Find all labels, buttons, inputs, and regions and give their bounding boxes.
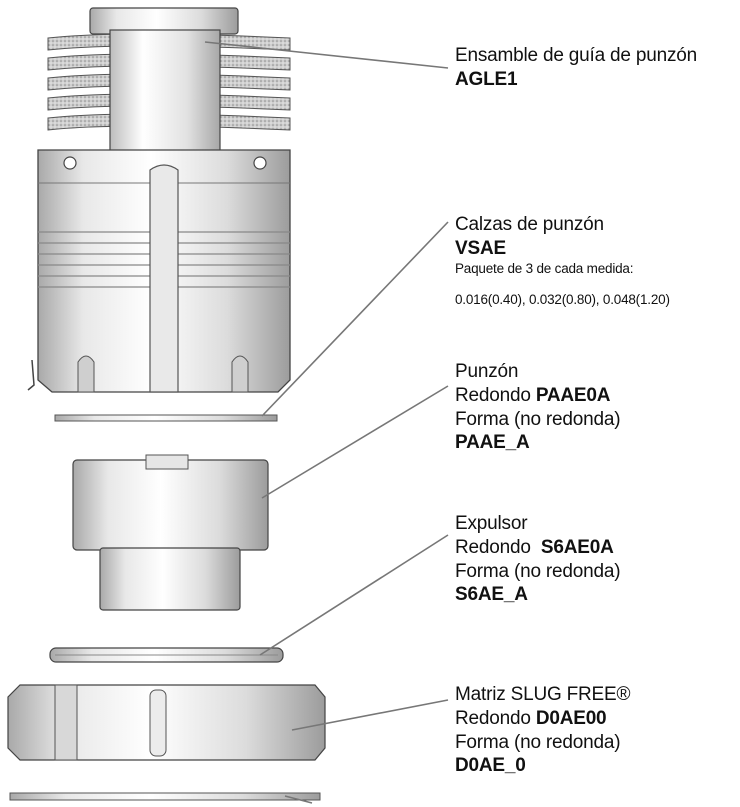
leader-guide [204, 41, 449, 69]
stripper-round-prefix: Redondo [455, 536, 541, 558]
shims-note-sizes: 0.016(0.40), 0.032(0.80), 0.048(1.20) [455, 292, 670, 307]
die-shape-text: Forma (no redonda) [455, 731, 621, 753]
stripper-round-code: S6AE0A [540, 536, 614, 558]
stripper-shape-code: S6AE_A [455, 584, 528, 606]
stripper-name: Expulsor [455, 513, 528, 534]
shims-sizes-container: 0.016(0.40), 0.032(0.80), 0.048(1.20) [455, 292, 740, 309]
leader-shims [261, 221, 449, 417]
shims-code: VSAE [455, 237, 506, 259]
shims-callout: Calzas de punzón VSAE Paquete de 3 de ca… [455, 213, 633, 277]
punch-callout: Punzón Redondo PAAE0A Forma (no redonda)… [455, 360, 621, 455]
leader-punch [261, 385, 449, 499]
leader-die [291, 699, 449, 731]
shim-plate [54, 414, 278, 422]
die-round-prefix: Redondo [455, 707, 536, 729]
punch-round-row: Redondo PAAE0A [455, 384, 620, 408]
guide-assembly-callout: Ensamble de guía de punzón AGLE1 [455, 44, 697, 92]
die-round-row: Redondo D0AE00 [455, 707, 630, 731]
shims-name: Calzas de punzón [455, 214, 604, 235]
die-shape-code: D0AE_0 [455, 755, 526, 777]
die-callout: Matriz SLUG FREE® Redondo D0AE00 Forma (… [455, 683, 630, 778]
guide-name: Ensamble de guía de punzón [455, 45, 697, 66]
punch-part [72, 454, 269, 611]
guide-assembly [27, 7, 291, 393]
punch-round-code: PAAE0A [535, 384, 611, 406]
stripper-callout: Expulsor Redondo S6AE0A Forma (no redond… [455, 512, 621, 607]
stripper-shape-text: Forma (no redonda) [455, 560, 621, 582]
punch-round-prefix: Redondo [455, 384, 536, 406]
punch-shape-code: PAAE_A [455, 432, 530, 454]
die-part [7, 684, 326, 801]
punch-name: Punzón [455, 361, 519, 382]
leader-stripper [259, 534, 449, 656]
punch-shape-text: Forma (no redonda) [455, 408, 621, 430]
die-name: Matriz SLUG FREE® [455, 684, 631, 705]
guide-code: AGLE1 [455, 68, 518, 90]
die-round-code: D0AE00 [535, 707, 607, 729]
stripper-round-row: Redondo S6AE0A [455, 536, 620, 560]
shims-note-pack: Paquete de 3 de cada medida: [455, 260, 634, 276]
leader-die-plate [284, 795, 313, 804]
stripper-part [49, 647, 284, 663]
